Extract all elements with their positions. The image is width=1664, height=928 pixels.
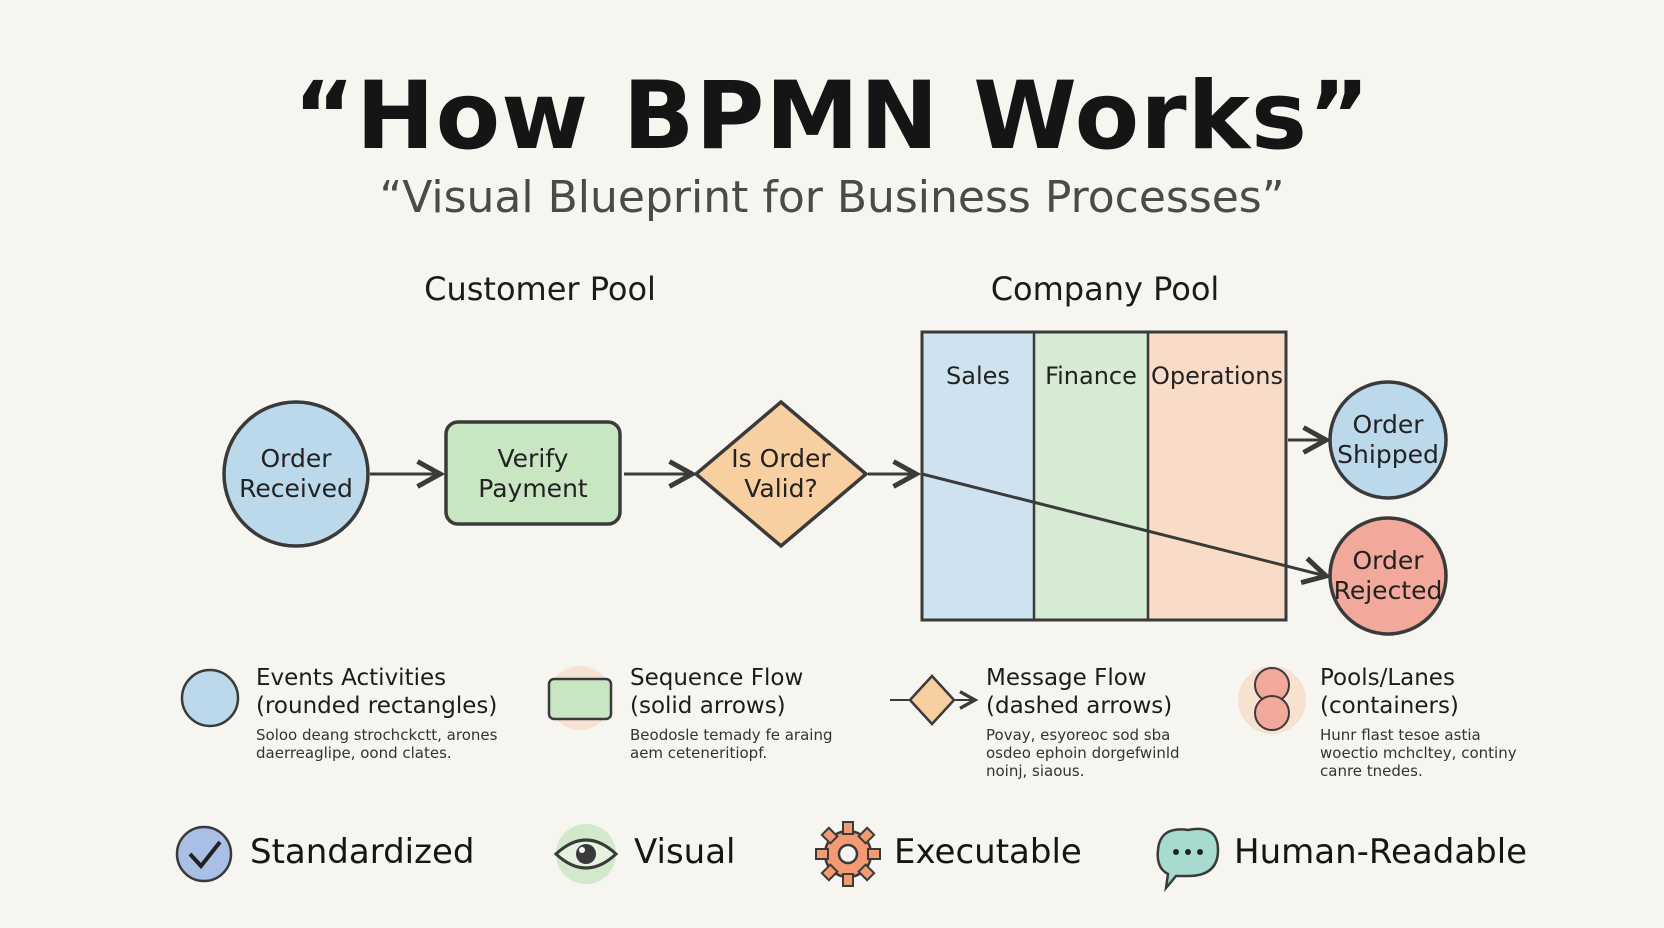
legend-events-title: Events Activities (rounded rectangles) (256, 665, 498, 719)
feature-human-readable: Human-Readable (1234, 832, 1528, 872)
legend-event-icon (180, 668, 240, 728)
feature-visual: Visual (634, 832, 736, 872)
company-pool-label: Company Pool (990, 270, 1220, 308)
legend-message-desc: Povay, esyoreoc sod sba osdeo ephoin dor… (986, 726, 1180, 780)
legend-sequence-desc: Beodosle temady fe araing aem ceteneriti… (630, 726, 833, 762)
verify-payment-task (444, 420, 622, 526)
verify-payment-label: Verify Payment (478, 444, 588, 503)
legend-sequence-title: Sequence Flow (solid arrows) (630, 665, 804, 719)
eye-icon (553, 824, 619, 884)
checkmark-icon (175, 825, 233, 883)
order-shipped-label: Order Shipped (1337, 410, 1439, 469)
lane-label-operations: Operations (1151, 362, 1283, 390)
lane-operations (1148, 332, 1286, 620)
is-order-valid-gateway (693, 399, 869, 549)
is-order-valid-label: Is Order Valid? (731, 444, 831, 503)
lane-sales (922, 332, 1034, 620)
order-received-event (222, 400, 370, 548)
lane-label-finance: Finance (1045, 362, 1137, 390)
page-subtitle: “Visual Blueprint for Business Processes… (379, 172, 1285, 223)
legend-sequence-icon (547, 677, 613, 721)
company-pool-container (920, 330, 1288, 622)
page-title: “How BPMN Works” (293, 62, 1371, 171)
order-received-label: Order Received (239, 444, 353, 503)
customer-pool-label: Customer Pool (424, 270, 656, 308)
feature-standardized: Standardized (250, 832, 475, 872)
legend-message-title: Message Flow (dashed arrows) (986, 665, 1173, 719)
legend-pool-icon-bottom (1254, 695, 1290, 731)
legend-events-desc: Soloo deang strochckctt, arones daerreag… (256, 726, 498, 762)
lane-label-sales: Sales (946, 362, 1010, 390)
legend-message-icon (908, 674, 956, 726)
legend-pools-desc: Hunr flast tesoe astia woectio mchcltey,… (1320, 726, 1517, 780)
flow-to-rejected (921, 472, 1326, 576)
speech-bubble-icon (1156, 827, 1220, 893)
gear-icon (815, 821, 881, 887)
feature-executable: Executable (894, 832, 1082, 872)
order-rejected-label: Order Rejected (1333, 546, 1443, 605)
legend-pools-title: Pools/Lanes (containers) (1320, 665, 1459, 719)
lane-finance (1034, 332, 1148, 620)
